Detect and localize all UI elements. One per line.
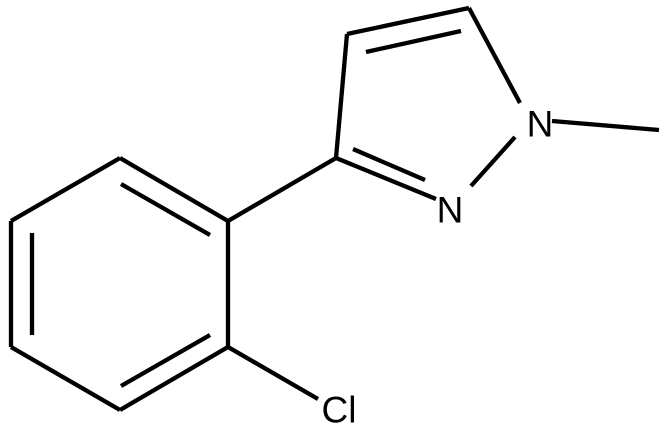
atom-label-n1: N (527, 104, 554, 145)
bond-n1-n2 (469, 135, 517, 188)
bond-c3-c4 (118, 345, 230, 412)
bond-c1-c2 (118, 156, 230, 223)
bond-c3-cl (226, 345, 320, 401)
pyrazole-ring (333, 5, 522, 201)
bond-n2-c3p-inner (352, 147, 426, 182)
bond-c4p-c5p-inner (365, 28, 462, 55)
atom-label-cl: Cl (322, 390, 357, 431)
bond-n1-methyl (551, 118, 660, 133)
bond-c4p-c5p (346, 5, 470, 37)
bond-c1-c2-inner (119, 182, 212, 237)
atom-label-n2: N (437, 190, 464, 231)
bond-c2-c3pyrazole (226, 156, 338, 223)
benzene-ring (8, 156, 231, 412)
bond-n2-c3p (335, 156, 437, 201)
bond-c6-c1 (9, 156, 122, 223)
bond-c3p-c4p (333, 33, 350, 159)
bond-c5p-n1 (467, 6, 522, 105)
bond-c3-c4-inner (119, 333, 212, 388)
bond-c4-c5 (9, 345, 122, 412)
